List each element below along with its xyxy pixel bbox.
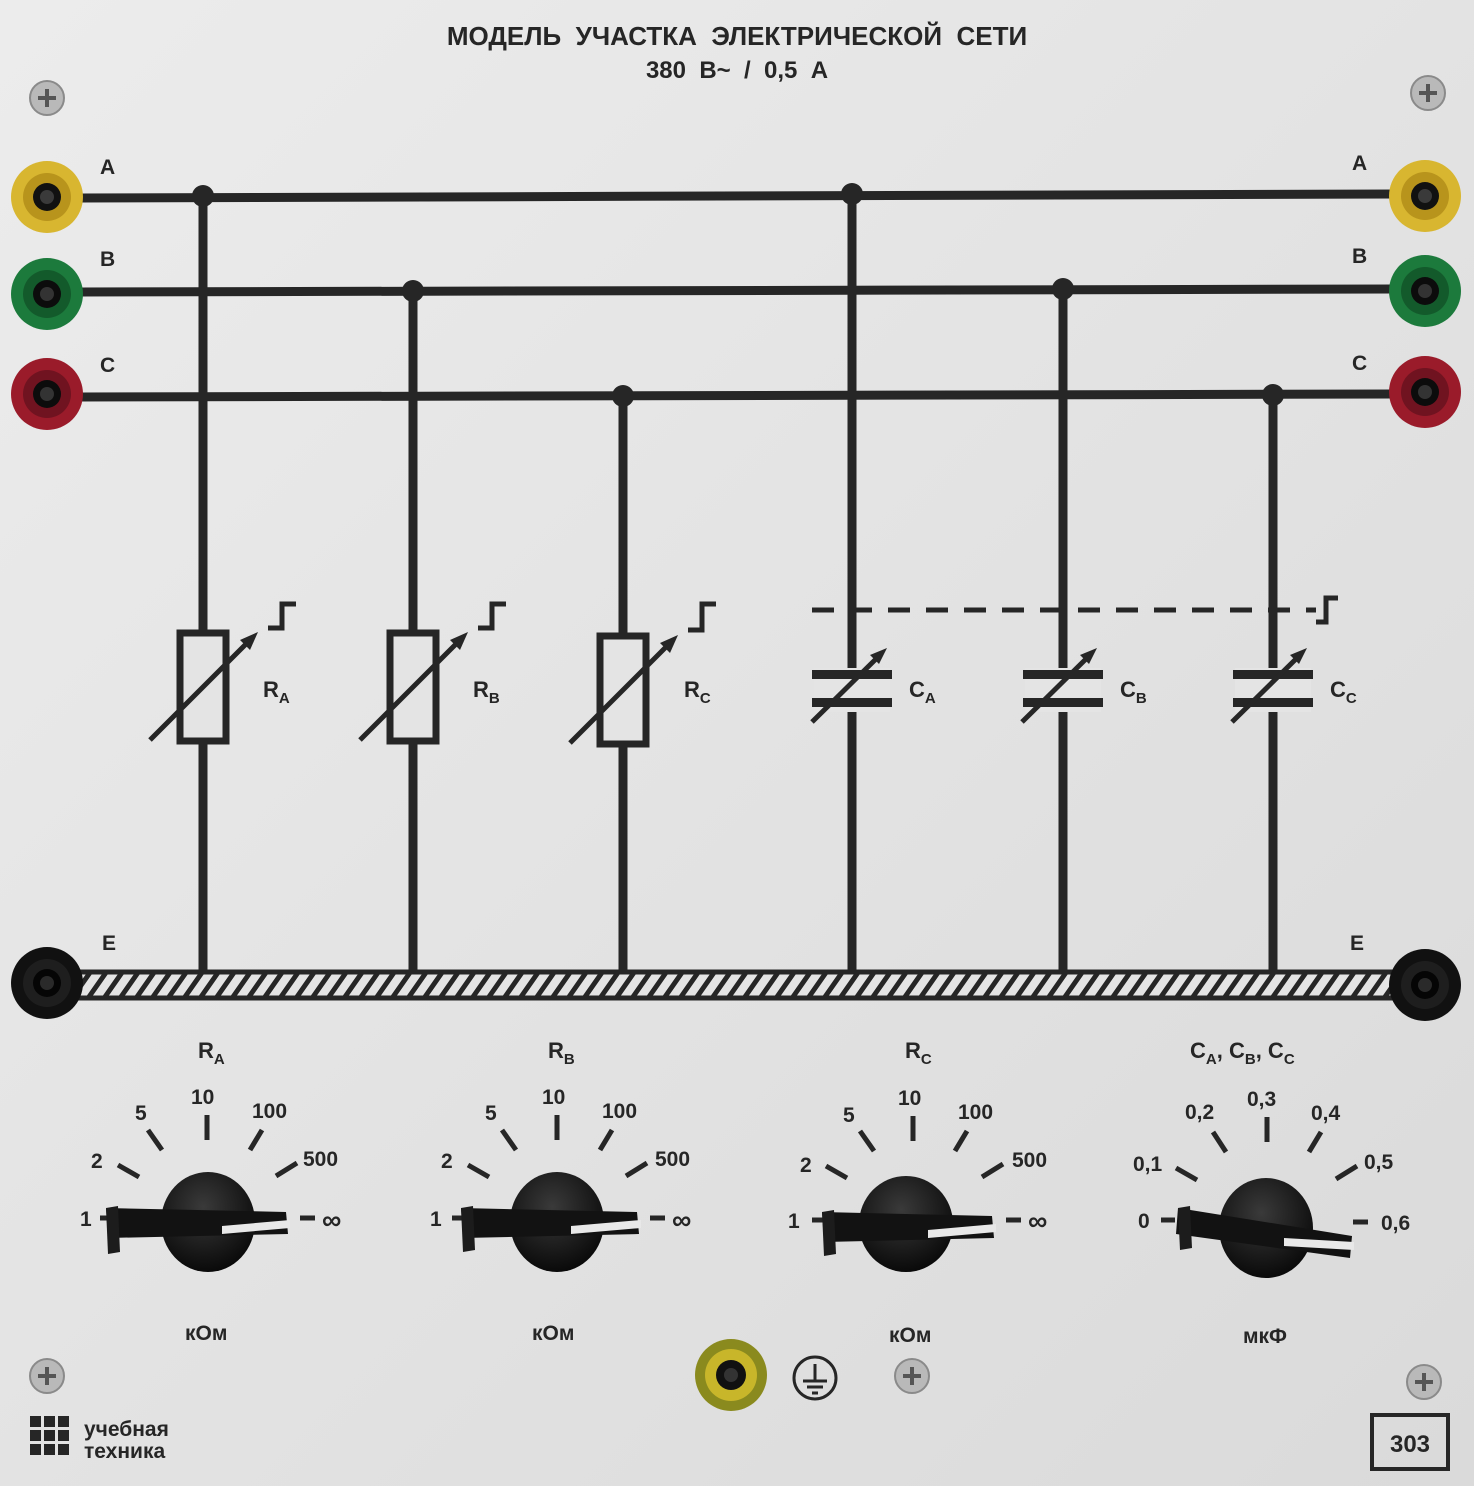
knob-rc-tick-1: 1: [788, 1210, 800, 1233]
knob-ra[interactable]: [106, 1172, 290, 1272]
bus-label-c-left: C: [100, 354, 115, 377]
label-ca: CA: [909, 677, 936, 707]
knob-c-tick-02: 0,2: [1185, 1101, 1214, 1124]
panel-rating: 380 В~ / 0,5 А: [646, 57, 828, 84]
knob-c-tick-04: 0,4: [1311, 1102, 1341, 1125]
socket-c-right[interactable]: [1389, 356, 1461, 428]
model-number: 303: [1390, 1431, 1430, 1458]
knob-rc-unit: кОм: [889, 1324, 931, 1347]
ground-icon: [792, 1355, 838, 1401]
knob-ra-tick-1: 1: [80, 1208, 92, 1231]
knob-rb-tick-1: 1: [430, 1208, 442, 1231]
knob-rb-tick-10: 10: [542, 1086, 565, 1109]
label-ra: RA: [263, 677, 290, 707]
capacitor-cb: [1020, 648, 1103, 724]
brand-logo: учебная техника: [30, 1416, 169, 1463]
socket-ground[interactable]: [695, 1339, 767, 1411]
bus-label-a-right: A: [1352, 152, 1367, 175]
knob-rc-tick-inf: ∞: [1028, 1206, 1047, 1236]
socket-c-left[interactable]: [11, 358, 83, 430]
knob-rb-scale: [452, 1115, 665, 1221]
knob-rc-tick-100: 100: [958, 1101, 993, 1124]
ground-bus: [75, 969, 1397, 1001]
socket-b-right[interactable]: [1389, 255, 1461, 327]
knob-ra-tick-5: 5: [135, 1102, 147, 1125]
knob-rc-tick-5: 5: [843, 1104, 855, 1127]
knob-ra-tick-500: 500: [303, 1148, 338, 1171]
bus-label-b-right: B: [1352, 245, 1367, 268]
knob-title-rb: RB: [548, 1038, 575, 1068]
socket-b-left[interactable]: [11, 258, 83, 330]
knob-rb-tick-2: 2: [441, 1150, 453, 1173]
knob-rb-tick-inf: ∞: [672, 1205, 691, 1235]
capacitor-gang-link: [812, 595, 1338, 625]
screw-bottom-center: [894, 1358, 930, 1394]
screw-top-left: [29, 80, 65, 116]
resistor-rb: [358, 601, 506, 745]
bus-c-line: [79, 389, 1396, 402]
socket-a-right[interactable]: [1389, 160, 1461, 232]
knob-rc-tick-10: 10: [898, 1087, 921, 1110]
bus-label-e-right: E: [1350, 932, 1364, 955]
knob-c[interactable]: [1176, 1178, 1354, 1278]
model-number-box: [1370, 1413, 1450, 1471]
knob-c-tick-01: 0,1: [1133, 1153, 1163, 1176]
label-rb: RB: [473, 677, 500, 707]
knob-rc-scale: [812, 1116, 1021, 1223]
knob-ra-unit: кОм: [185, 1322, 227, 1345]
capacitor-ca: [810, 648, 892, 724]
knob-rb[interactable]: [461, 1172, 641, 1272]
screw-bottom-right: [1406, 1364, 1442, 1400]
label-cc: CC: [1330, 677, 1357, 707]
knob-rb-unit: кОм: [532, 1322, 574, 1345]
socket-e-left[interactable]: [11, 947, 83, 1019]
socket-e-right[interactable]: [1389, 949, 1461, 1021]
bus-label-b-left: B: [100, 248, 115, 271]
knob-c-tick-05: 0,5: [1364, 1151, 1394, 1174]
knob-title-rc: RC: [905, 1038, 932, 1068]
bus-a-line: [79, 189, 1396, 203]
screw-top-right: [1410, 75, 1446, 111]
knob-ra-tick-100: 100: [252, 1100, 287, 1123]
bus-label-c-right: C: [1352, 352, 1367, 375]
knob-c-scale: [1161, 1117, 1368, 1225]
label-cb: CB: [1120, 677, 1147, 707]
capacitor-cc: [1230, 648, 1313, 724]
knob-rc-tick-500: 500: [1012, 1149, 1047, 1172]
knob-c-tick-0: 0: [1138, 1210, 1150, 1233]
knob-rb-tick-500: 500: [655, 1148, 690, 1171]
junction-dots: [192, 183, 1284, 407]
brand-line2: техника: [84, 1440, 165, 1463]
knob-rc[interactable]: [822, 1176, 996, 1272]
knob-ra-tick-2: 2: [91, 1150, 103, 1173]
brand-line1: учебная: [84, 1418, 169, 1441]
bus-b-line: [79, 284, 1396, 297]
knob-c-unit: мкФ: [1243, 1325, 1287, 1348]
bus-label-e-left: E: [102, 932, 116, 955]
knob-title-c: CA, CB, CC: [1190, 1038, 1295, 1068]
brand-logo-icon: [30, 1416, 69, 1455]
knob-rb-tick-100: 100: [602, 1100, 637, 1123]
knob-ra-tick-inf: ∞: [322, 1205, 341, 1235]
knob-c-tick-06: 0,6: [1381, 1212, 1410, 1235]
bus-label-a-left: A: [100, 156, 115, 179]
knob-title-ra: RA: [198, 1038, 225, 1068]
knob-c-tick-03: 0,3: [1247, 1088, 1276, 1111]
resistor-ra: [148, 601, 296, 745]
knob-rb-tick-5: 5: [485, 1102, 497, 1125]
screw-bottom-left: [29, 1358, 65, 1394]
knob-rc-tick-2: 2: [800, 1154, 812, 1177]
resistor-rc: [568, 601, 716, 748]
label-rc: RC: [684, 677, 711, 707]
bus-lines: [79, 189, 1396, 402]
socket-a-left[interactable]: [11, 161, 83, 233]
panel-title: МОДЕЛЬ УЧАСТКА ЭЛЕКТРИЧЕСКОЙ СЕТИ: [447, 21, 1027, 51]
knob-ra-tick-10: 10: [191, 1086, 214, 1109]
